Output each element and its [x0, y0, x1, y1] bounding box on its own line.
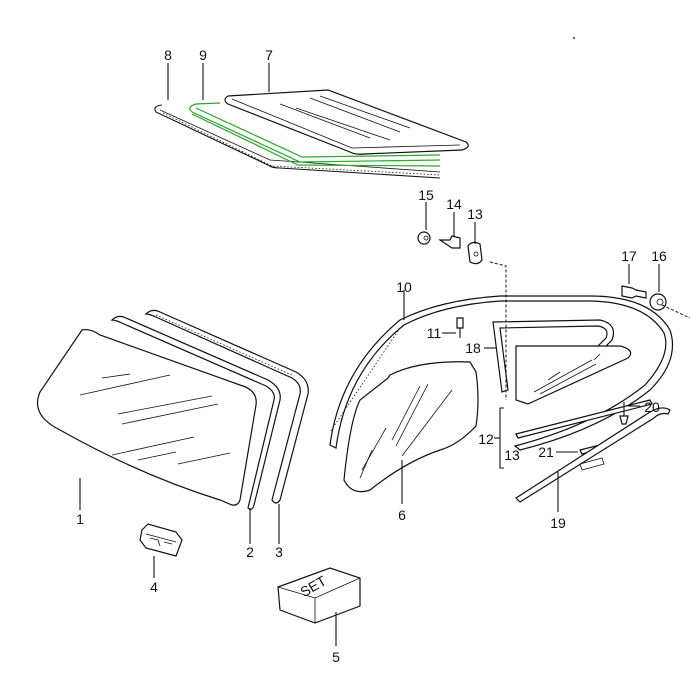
nut-15[interactable] [417, 231, 431, 245]
label-part-15[interactable]: 15 [418, 187, 434, 203]
sunroof-seal-inner[interactable] [189, 102, 441, 167]
label-part-21[interactable]: 21 [538, 444, 554, 460]
adhesive-set-box[interactable]: SET [277, 567, 361, 624]
quarter-window-glass[interactable] [515, 345, 632, 405]
label-part-12[interactable]: 12 [478, 431, 494, 447]
label-part-7[interactable]: 7 [265, 47, 273, 63]
stray-dot [573, 37, 575, 39]
windshield-seal-outer[interactable] [144, 309, 309, 504]
label-part-8[interactable]: 8 [164, 47, 172, 63]
label-part-3[interactable]: 3 [275, 544, 283, 560]
assembly-line-grommet [489, 261, 507, 400]
assembly-line-washer [661, 304, 690, 319]
clip-pin-11[interactable] [456, 317, 464, 338]
label-part-11[interactable]: 11 [427, 325, 442, 341]
sunroof-glass[interactable] [224, 89, 469, 155]
mirror-base[interactable] [139, 523, 183, 557]
door-glass[interactable] [343, 361, 479, 493]
sill-trim-19[interactable] [515, 407, 671, 503]
bolt-17[interactable] [621, 285, 647, 299]
label-part-20[interactable]: 20 [644, 399, 660, 415]
sill-trim-strip-12[interactable] [515, 399, 653, 439]
label-part-10[interactable]: 10 [396, 279, 412, 295]
windshield-seal-inner[interactable] [110, 315, 281, 511]
label-part-1[interactable]: 1 [76, 511, 84, 527]
label-part-16[interactable]: 16 [651, 248, 667, 264]
label-part-17[interactable]: 17 [621, 248, 637, 264]
stud-14[interactable] [438, 235, 461, 249]
label-part-4[interactable]: 4 [150, 579, 158, 595]
label-part-9[interactable]: 9 [199, 47, 207, 63]
label-part-2[interactable]: 2 [246, 544, 254, 560]
clip-20[interactable] [619, 402, 629, 425]
label-part-18[interactable]: 18 [465, 340, 481, 356]
label-part-19[interactable]: 19 [550, 515, 566, 531]
roof-frame-seal[interactable] [329, 295, 674, 451]
grommet-13[interactable] [467, 241, 483, 265]
label-part-14[interactable]: 14 [446, 196, 462, 212]
label-part-13-grommet[interactable]: 13 [467, 206, 483, 222]
sunroof-seal-outer[interactable] [154, 104, 441, 179]
leader-lines [79, 63, 660, 646]
label-part-13-assembly[interactable]: 13 [504, 447, 520, 463]
label-part-6[interactable]: 6 [398, 507, 406, 523]
part-labels: 1 2 3 4 5 6 7 8 9 10 11 12 13 13 14 15 1… [76, 47, 667, 665]
quarter-window-frame-seal[interactable] [492, 319, 615, 393]
windshield-glass[interactable] [36, 328, 257, 506]
washer-16[interactable] [649, 293, 667, 311]
label-part-5[interactable]: 5 [332, 649, 340, 665]
